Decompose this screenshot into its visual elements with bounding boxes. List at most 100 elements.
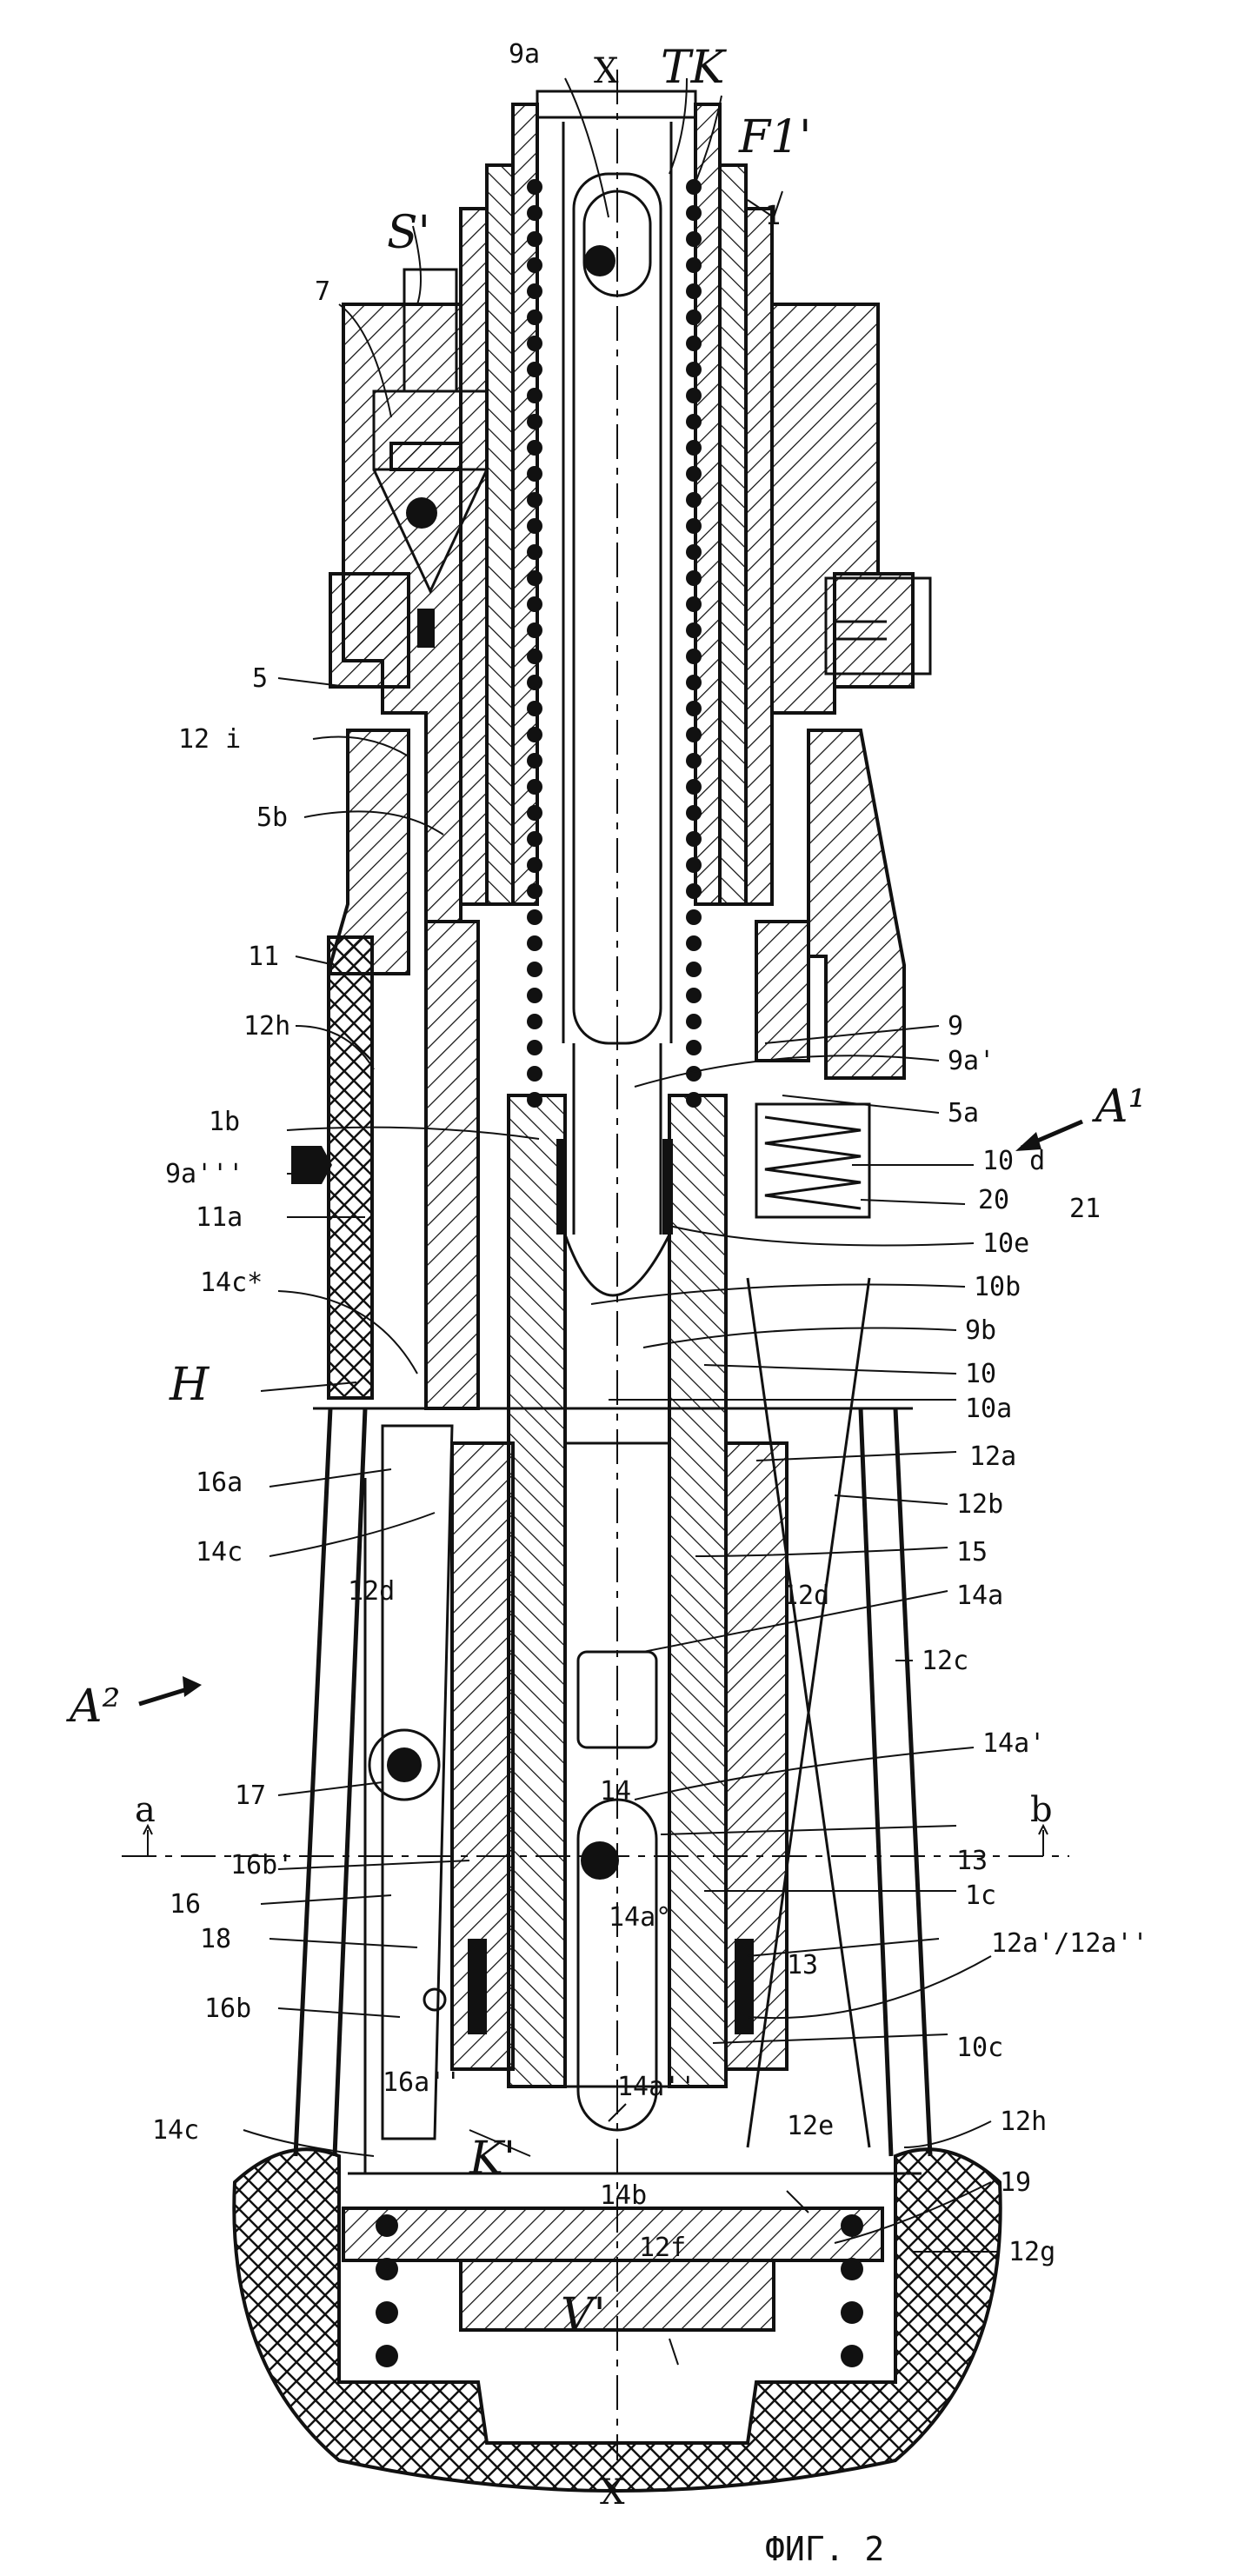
label-14c-top: 14c	[196, 1537, 243, 1568]
arrow-A2	[138, 1676, 202, 1707]
ball	[686, 570, 702, 586]
ball	[686, 336, 702, 351]
spring-19-left	[376, 2214, 398, 2367]
label-S: S'	[387, 207, 430, 259]
ball	[686, 831, 702, 847]
ball	[686, 440, 702, 456]
ball	[527, 570, 542, 586]
ball	[527, 231, 542, 247]
ball	[527, 779, 542, 795]
leader-lines	[243, 77, 1000, 2366]
label-10d: 10 d	[982, 1146, 1045, 1176]
label-V: V'	[561, 2289, 606, 2341]
ball	[686, 205, 702, 221]
label-7: 7	[315, 276, 330, 307]
ball	[841, 2345, 863, 2367]
ball	[376, 2258, 398, 2280]
label-14a: 14a	[956, 1581, 1003, 1611]
ball	[527, 988, 542, 1003]
label-a: a	[135, 1790, 156, 1830]
ball	[686, 988, 702, 1003]
ball	[527, 596, 542, 612]
label-1b: 1b	[209, 1107, 240, 1137]
ball	[527, 544, 542, 560]
label-12i: 12 i	[178, 724, 241, 755]
label-H: H	[169, 1359, 210, 1411]
lower-housing-12	[293, 1277, 933, 2175]
label-16b: 16b	[204, 1994, 251, 2024]
ball	[686, 310, 702, 325]
label-21: 21	[1069, 1194, 1101, 1224]
label-16: 16	[170, 1889, 201, 1920]
label-K: K'	[469, 2133, 516, 2185]
ball	[686, 753, 702, 769]
label-F1: F1'	[738, 111, 811, 163]
ball	[686, 649, 702, 664]
middle-housing	[329, 729, 906, 1410]
label-14a2: 14a''	[617, 2072, 695, 2102]
ball	[527, 753, 542, 769]
part-13-right	[735, 1939, 754, 2034]
ball	[686, 622, 702, 638]
ball	[686, 283, 702, 299]
ball	[527, 1014, 542, 1029]
label-19: 19	[1000, 2167, 1031, 2198]
ball	[527, 1040, 542, 1055]
ball	[686, 362, 702, 377]
label-10c: 10c	[956, 2033, 1003, 2063]
bottom-cap-12g	[232, 2147, 1002, 2493]
ball	[686, 1040, 702, 1055]
marker-9a3	[291, 1146, 332, 1184]
ball	[376, 2301, 398, 2324]
figure-caption: ФИГ. 2	[765, 2530, 884, 2568]
label-TK: TK	[661, 42, 728, 94]
tube-14a	[563, 1441, 671, 2132]
label-11: 11	[248, 942, 279, 972]
ball	[686, 701, 702, 716]
ball	[686, 544, 702, 560]
spring-19-right	[841, 2214, 863, 2367]
ball	[686, 179, 702, 195]
ball	[527, 362, 542, 377]
label-17: 17	[235, 1781, 266, 1811]
label-13-top: 13	[956, 1846, 988, 1876]
label-18: 18	[200, 1924, 231, 1954]
label-12b: 12b	[956, 1489, 1003, 1520]
label-11a: 11a	[196, 1202, 243, 1233]
label-15: 15	[956, 1537, 988, 1568]
ball	[527, 205, 542, 221]
label-5: 5	[252, 663, 268, 694]
ball	[686, 727, 702, 742]
label-1c: 1c	[965, 1880, 996, 1911]
label-A2: A²	[66, 1681, 120, 1733]
spring-20	[755, 1102, 871, 1219]
ball	[686, 909, 702, 925]
label-14c-bottom: 14c	[152, 2115, 199, 2146]
ball	[527, 883, 542, 899]
label-16a2: 16a''	[383, 2067, 461, 2098]
label-12f: 12f	[639, 2233, 686, 2263]
label-9b: 9b	[965, 1315, 996, 1346]
ball	[841, 2214, 863, 2237]
ball	[686, 1066, 702, 1082]
label-10a: 10a	[965, 1394, 1012, 1424]
ball	[527, 831, 542, 847]
ball	[527, 310, 542, 325]
label-12d-left: 12d	[348, 1576, 395, 1607]
label-12h-top: 12h	[243, 1011, 290, 1042]
label-12d-right: 12d	[782, 1581, 829, 1611]
ball	[527, 1066, 542, 1082]
reference-labels: X 9a TK F1' 1 S' 7 5 12 i 5b 11 12h 1b 9…	[66, 39, 1148, 2568]
ball	[376, 2345, 398, 2367]
right-ear	[824, 576, 932, 676]
ball	[527, 701, 542, 716]
label-14b: 14b	[600, 2180, 647, 2211]
label-16b1: 16b'	[230, 1850, 293, 1880]
label-10: 10	[965, 1359, 996, 1389]
ball	[686, 857, 702, 873]
label-9a3: 9a'''	[165, 1159, 243, 1189]
ball	[686, 962, 702, 977]
ball	[686, 779, 702, 795]
ball	[527, 805, 542, 821]
ball	[527, 909, 542, 925]
